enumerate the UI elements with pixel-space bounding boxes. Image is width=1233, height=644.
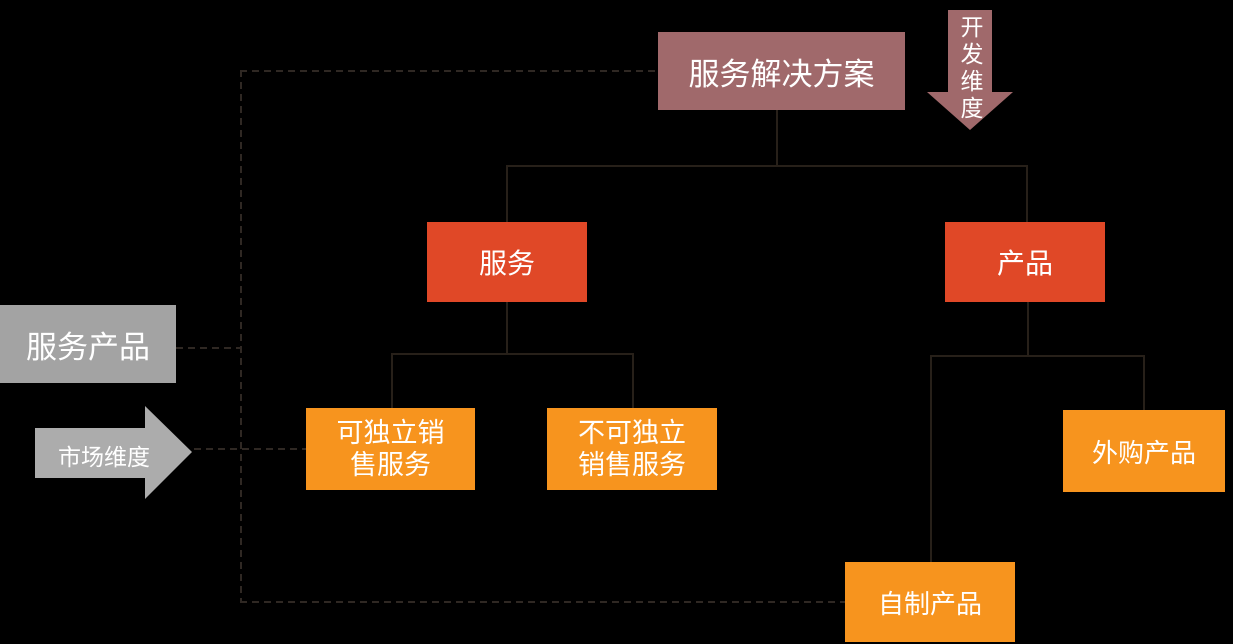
dashed-connector-self-made [240, 601, 845, 603]
node-service-product: 服务产品 [0, 305, 176, 383]
dashed-connector-service-product [176, 347, 240, 349]
node-sellable-service-label: 可独立销售服务 [336, 417, 445, 480]
connector-root-down [776, 110, 778, 165]
connector-product-drop [1026, 165, 1028, 222]
connector-product-down [1027, 302, 1029, 355]
market-dimension-label: 市场维度 [58, 444, 150, 470]
dashed-connector-left-vertical [240, 70, 242, 603]
node-non-sellable-service-label: 不可独立销售服务 [578, 417, 686, 480]
node-product-label: 产品 [996, 248, 1053, 279]
node-service-solution: 服务解决方案 [658, 32, 905, 110]
connector-level1-horizontal [506, 165, 1028, 167]
connector-self-made-drop [930, 355, 932, 562]
node-product: 产品 [945, 222, 1105, 302]
node-sellable-service: 可独立销售服务 [306, 408, 475, 490]
dashed-connector-root-left [240, 70, 658, 72]
connector-service-drop [506, 165, 508, 222]
node-outsourced-product-label: 外购产品 [1091, 437, 1196, 468]
node-self-made-product-label: 自制产品 [877, 588, 982, 619]
connector-service-down [506, 302, 508, 353]
connector-non-sellable-drop [632, 353, 634, 408]
node-non-sellable-service: 不可独立销售服务 [547, 408, 717, 490]
node-outsourced-product: 外购产品 [1063, 410, 1225, 492]
connector-outsourced-drop [1143, 355, 1145, 410]
node-service-product-label: 服务产品 [26, 329, 150, 365]
dashed-connector-market-dimension [194, 448, 306, 450]
node-service: 服务 [427, 222, 587, 302]
right-arrow-icon [35, 406, 192, 499]
node-self-made-product: 自制产品 [845, 562, 1015, 642]
down-arrow-icon [927, 10, 1013, 130]
connector-sellable-drop [391, 353, 393, 408]
node-service-label: 服务 [478, 248, 535, 279]
dev-dimension-label: 开发维度 [957, 15, 983, 123]
node-service-solution-label: 服务解决方案 [688, 56, 875, 92]
connector-service-horizontal [391, 353, 634, 355]
connector-product-horizontal [930, 355, 1145, 357]
